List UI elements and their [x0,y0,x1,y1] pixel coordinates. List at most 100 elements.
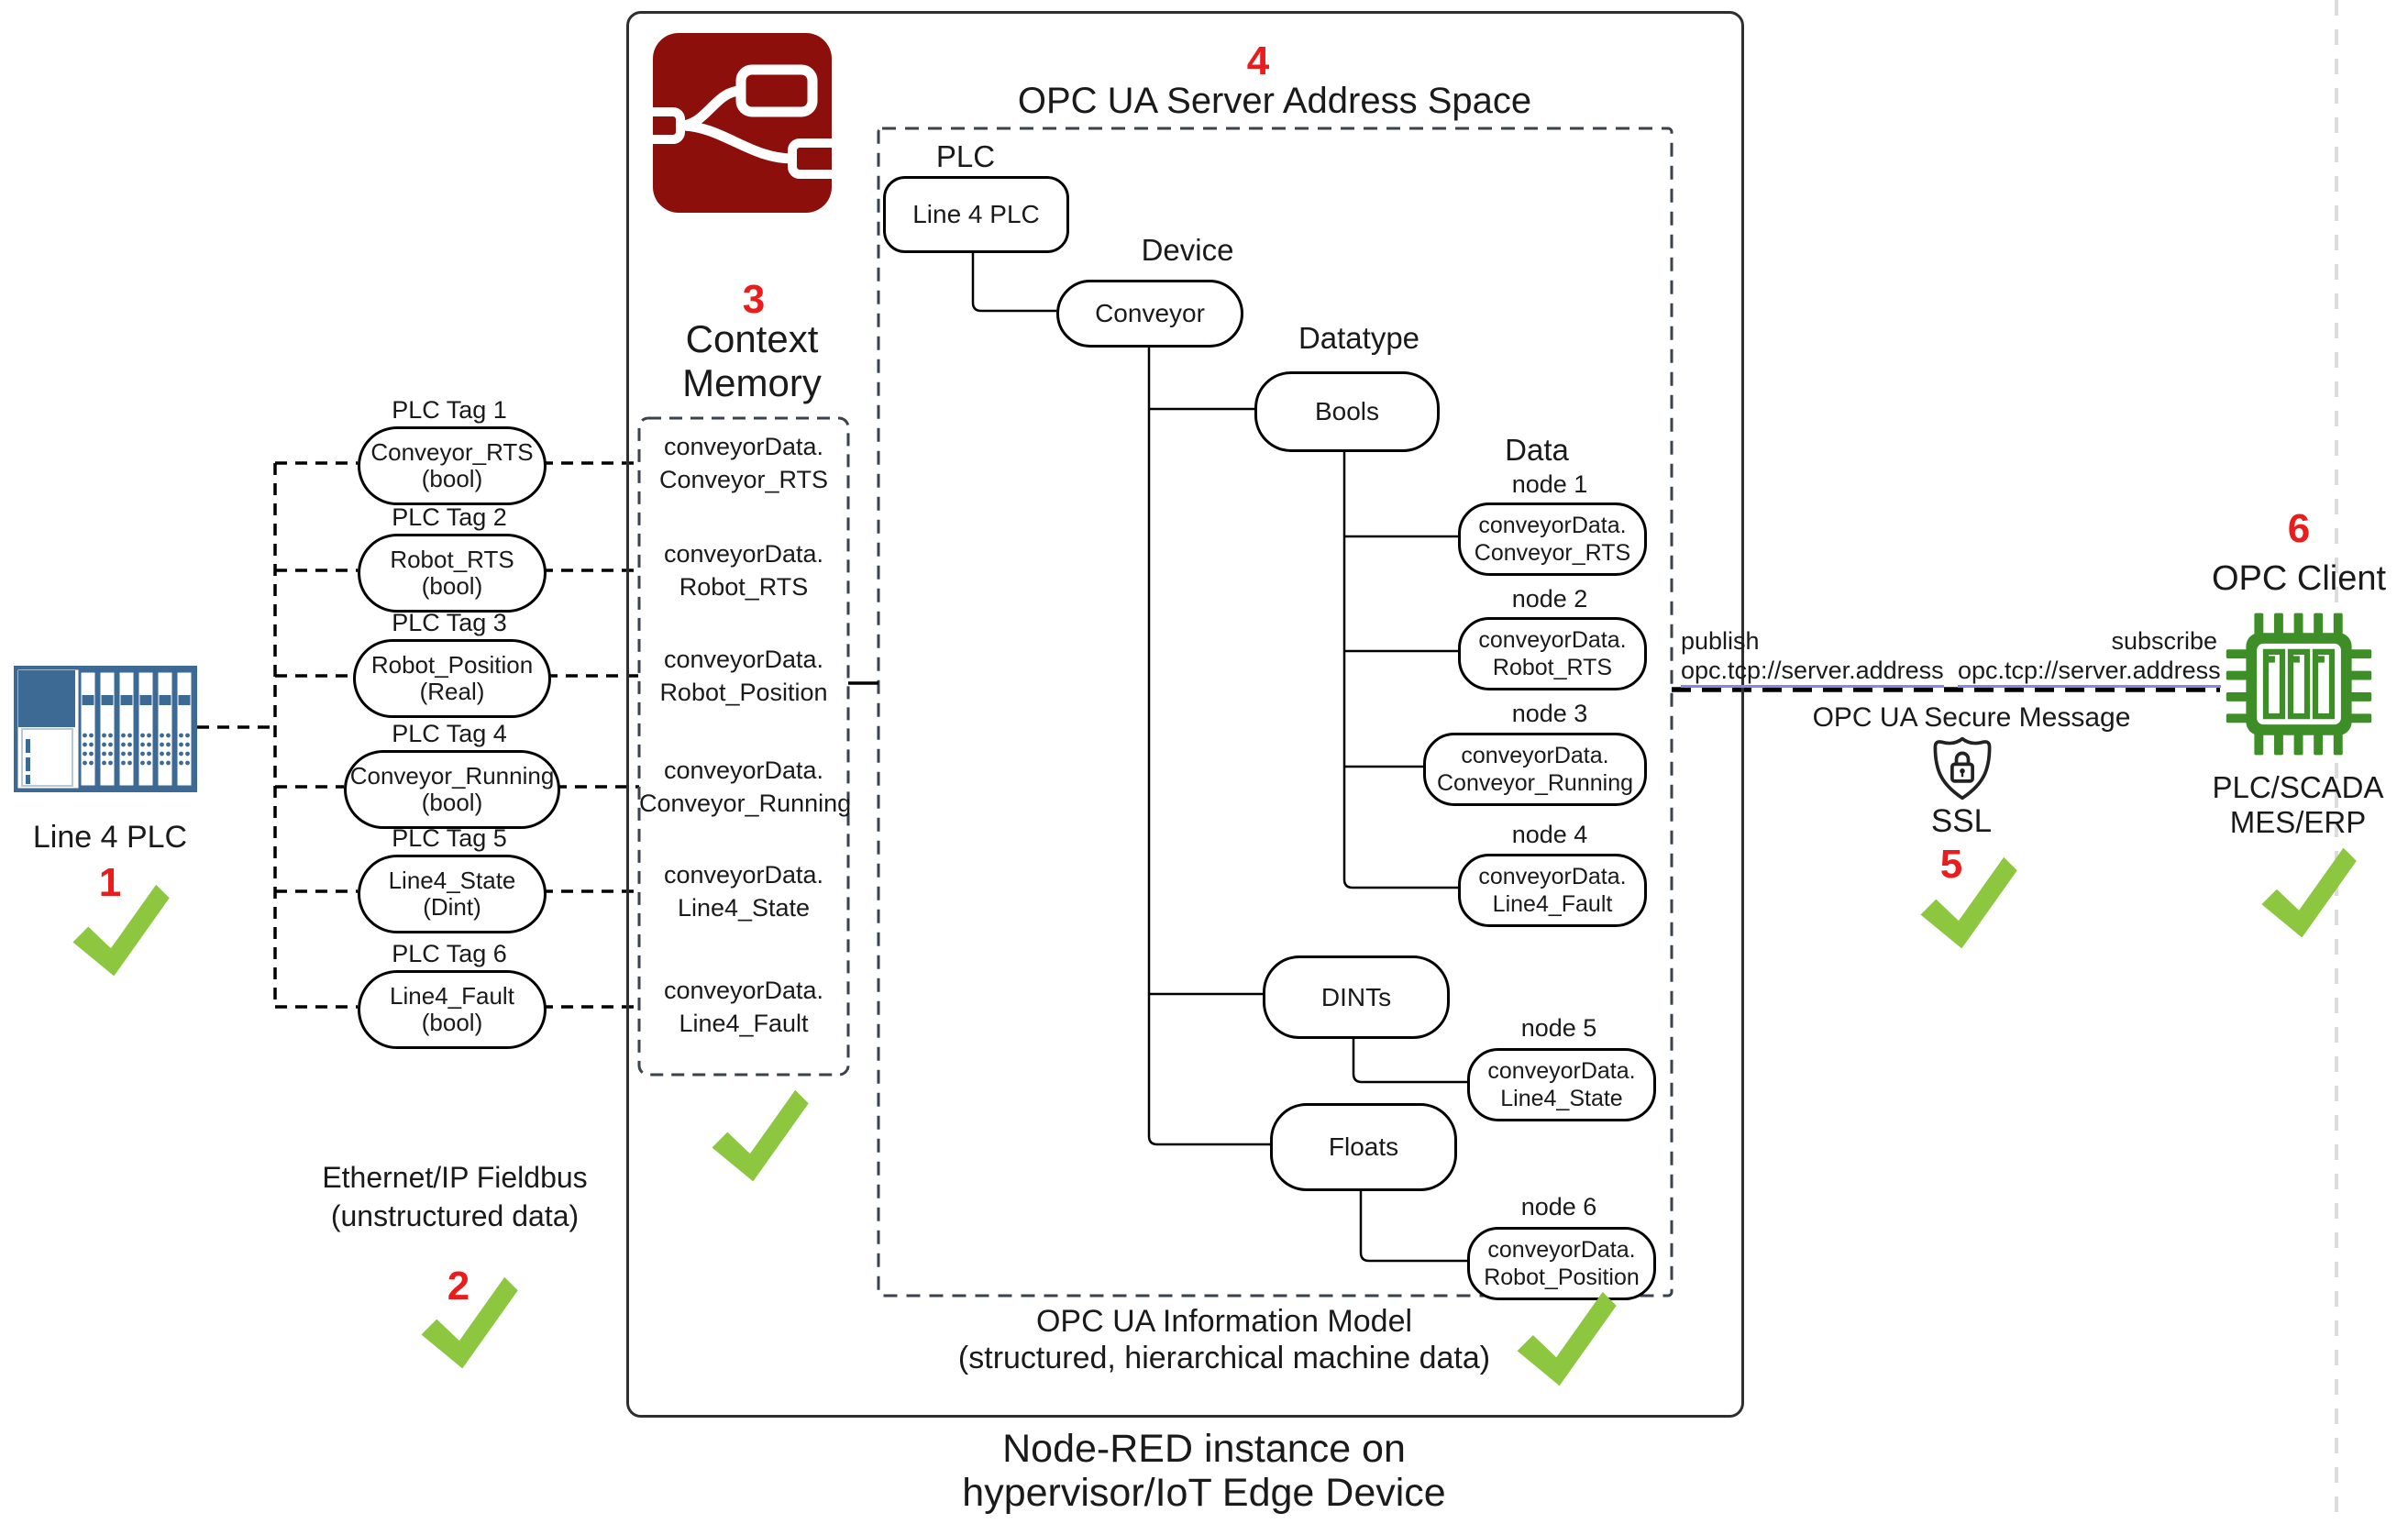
secure-message-label: OPC UA Secure Message [1812,702,2131,733]
context-entry-2-line1: conveyorData. [663,540,824,568]
context-entry-6-line2: Line4_Fault [679,1010,809,1037]
client-subtitle-line1: PLC/SCADA [2212,770,2384,804]
node6-label: node 6 [1520,1193,1597,1220]
tag1-type: (bool) [421,465,483,492]
context-entry-4-line1: conveyorData. [663,756,824,784]
context-memory-box [637,416,850,1077]
context-memory-title-line1: Context [685,317,819,360]
node2-line2: Robot_RTS [1492,655,1613,680]
step-5-number: 5 [1939,842,1963,887]
node1-oval: conveyorData. Conveyor_RTS [1458,502,1647,576]
line4plc-node-text: Line 4 PLC [912,200,1040,229]
context-entry-2-line2: Robot_RTS [679,573,809,601]
node2-label: node 2 [1511,585,1588,613]
node1-line2: Conveyor_RTS [1474,540,1631,566]
subscribe-label: subscribe [2111,627,2217,655]
node4-line1: conveyorData. [1478,864,1627,889]
step-3-number: 3 [742,277,766,322]
nodered-caption-line2: hypervisor/IoT Edge Device [962,1471,1446,1515]
context-entry-5-line1: conveyorData. [663,861,824,889]
subscribe-url-link[interactable]: opc.tcp://server.address [1958,657,2221,688]
tag6-oval: Line4_Fault (bool) [358,970,547,1049]
context-entry-3-line2: Robot_Position [659,679,828,706]
publish-label: publish [1681,627,1760,655]
dints-to-node5-line [1352,1033,1467,1084]
tag4-name: Conveyor_Running [349,761,555,790]
tag3-label: PLC Tag 3 [392,609,507,636]
node5-line1: conveyorData. [1487,1058,1636,1084]
tag3-oval: Robot_Position (Real) [353,639,551,718]
tag2-label: PLC Tag 2 [392,503,507,531]
context-entry-4-line2: Conveyor_Running [639,790,852,817]
node5-line2: Line4_State [1500,1086,1623,1111]
checkmark-2-icon [421,1276,518,1369]
nodered-logo-icon [653,33,832,213]
step-6-number: 6 [2287,506,2311,551]
node1-line1: conveyorData. [1478,513,1627,538]
tag6-type: (bool) [421,1009,483,1036]
tag6-name: Line4_Fault [390,981,514,1010]
context-entry-1: conveyorData. Conveyor_RTS [639,430,848,496]
tag3-type: (Real) [419,678,485,705]
node6-line2: Robot_Position [1484,1264,1640,1290]
tag2-type: (bool) [421,572,483,600]
bools-node-text: Bools [1314,397,1380,426]
step-4-number: 4 [1246,39,1270,83]
nodered-instance-box [626,11,1744,1418]
node3-oval: conveyorData. Conveyor_Running [1423,733,1647,806]
bools-trunk-line [1342,447,1458,889]
publish-url-link[interactable]: opc.tcp://server.address [1681,657,1944,688]
context-entry-2: conveyorData. Robot_RTS [639,537,848,603]
checkmark-6-icon [2261,847,2357,938]
node6-line1: conveyorData. [1487,1237,1636,1263]
node5-label: node 5 [1520,1014,1597,1042]
opc-client-title: OPC Client [2211,559,2387,598]
fieldbus-caption-line1: Ethernet/IP Fieldbus [322,1161,588,1194]
dints-node: DINTs [1263,955,1450,1039]
tag4-type: (bool) [421,789,483,816]
tag4-oval: Conveyor_Running (bool) [344,750,560,829]
checkmark-4-icon [1517,1291,1617,1386]
floats-node: Floats [1270,1103,1457,1191]
floats-to-node6-line [1359,1186,1467,1263]
tag5-type: (Dint) [423,893,481,921]
node2-oval: conveyorData. Robot_RTS [1458,617,1647,690]
tag6-label: PLC Tag 6 [392,940,507,967]
plc-name-label: Line 4 PLC [32,820,188,855]
node6-oval: conveyorData. Robot_Position [1467,1227,1656,1300]
conveyor-node: Conveyor [1056,280,1243,348]
context-entry-3: conveyorData. Robot_Position [639,643,848,709]
context-entry-5-line2: Line4_State [677,894,811,922]
context-entry-6: conveyorData. Line4_Fault [639,974,848,1040]
tag1-name: Conveyor_RTS [370,437,534,466]
client-subtitle-line2: MES/ERP [2229,805,2367,839]
datatype-level-label: Datatype [1298,321,1420,355]
conveyor-node-text: Conveyor [1095,299,1205,328]
fieldbus-caption-line2: (unstructured data) [330,1199,580,1232]
address-space-box [877,127,1673,1298]
line4plc-node: Line 4 PLC [883,176,1069,253]
address-space-title: OPC UA Server Address Space [1017,81,1532,121]
bools-node: Bools [1254,371,1440,452]
node4-line2: Line4_Fault [1492,891,1613,917]
tag3-name: Robot_Position [370,650,534,679]
context-entry-4: conveyorData. Conveyor_Running [639,754,852,820]
plc-rack-icon [14,666,197,792]
context-entry-5: conveyorData. Line4_State [639,858,848,924]
checkmark-1-icon [72,884,170,977]
node2-line1: conveyorData. [1478,627,1627,653]
node4-oval: conveyorData. Line4_Fault [1458,854,1647,927]
ssl-shield-lock-icon [1933,736,1992,801]
node1-label: node 1 [1511,470,1588,498]
context-entry-3-line1: conveyorData. [663,646,824,673]
tag5-name: Line4_State [388,866,516,894]
context-entry-6-line1: conveyorData. [663,977,824,1004]
nodered-caption-line1: Node-RED instance on [1002,1427,1406,1471]
dints-node-text: DINTs [1320,982,1392,1011]
info-model-footer-line1: OPC UA Information Model [1035,1304,1413,1339]
data-level-label: Data [1505,433,1569,467]
tag4-label: PLC Tag 4 [392,720,507,747]
node3-line1: conveyorData. [1461,743,1609,768]
